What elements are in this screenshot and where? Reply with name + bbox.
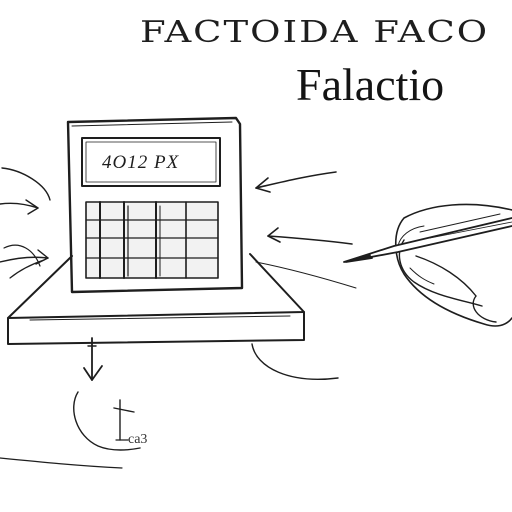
sketch-title-line-2: Falactio: [296, 59, 445, 110]
calculator-display-frame: [81, 137, 221, 187]
sketch-curve: [1, 167, 51, 201]
sketch-curve: [3, 244, 41, 267]
sketch-note: ca3: [128, 432, 148, 447]
pin-icon: [83, 337, 103, 381]
arrow-icon: [255, 171, 337, 193]
sketch-title-line-1: FACTOIDA FACO: [140, 14, 490, 50]
calculator-keypad: [85, 201, 219, 279]
ground-line: [0, 457, 123, 469]
calculator-display-text: 4O12 PX: [102, 152, 180, 173]
hand-icon: [394, 203, 512, 327]
sketch-curve: [73, 391, 141, 451]
sketch-curve: [255, 261, 357, 289]
arrow-icon: [267, 227, 353, 245]
sketch-curve: [251, 343, 339, 380]
pin-icon: [113, 399, 135, 441]
arrow-icon: [0, 199, 39, 215]
laptop-base: [7, 253, 305, 345]
pen-icon: [343, 213, 512, 263]
calculator-body: [66, 116, 244, 294]
arrow-icon: [0, 249, 49, 279]
